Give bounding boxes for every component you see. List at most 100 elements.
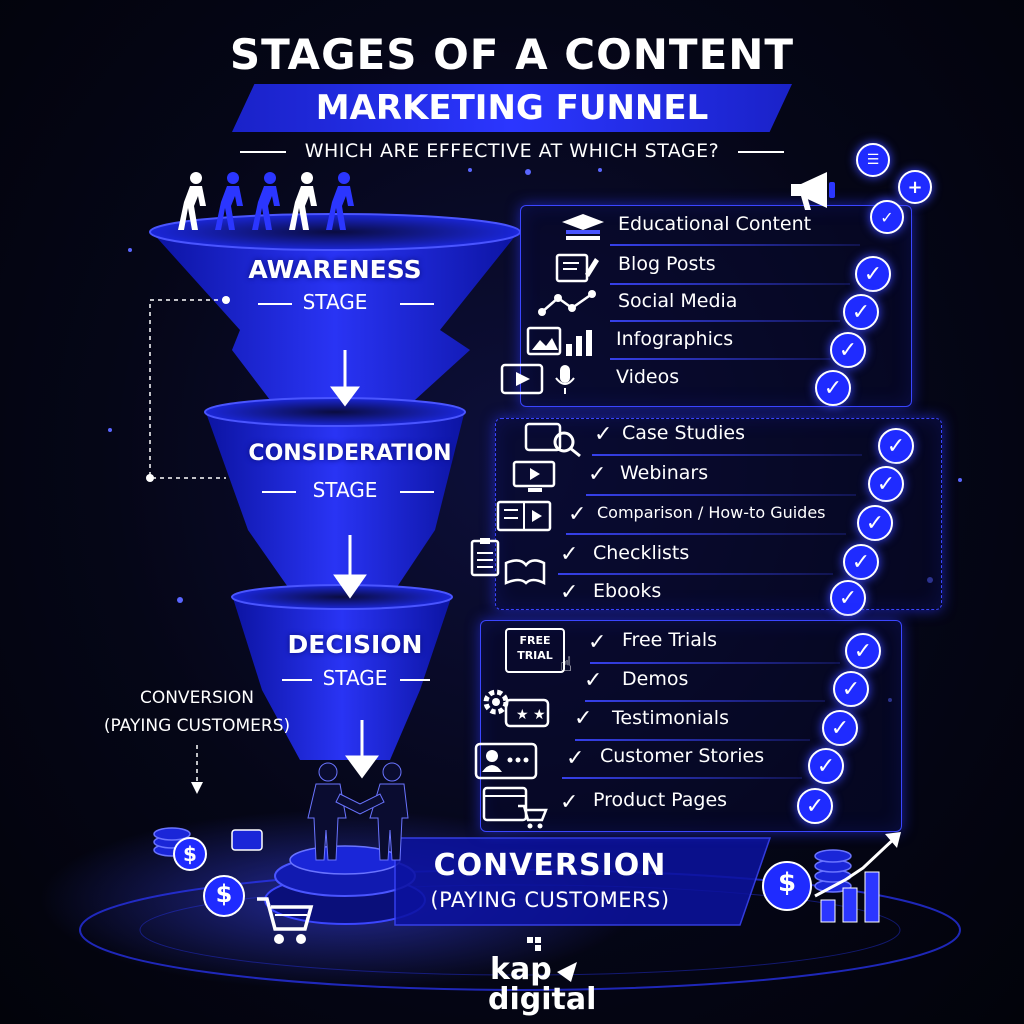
check-icon: ✓	[594, 422, 613, 447]
decision-item-demos: Demos	[622, 668, 689, 690]
divider	[400, 491, 434, 493]
check-badge-icon: ✓	[843, 544, 879, 580]
coin-symbol: $	[777, 868, 797, 898]
video-play-icon	[500, 363, 575, 395]
page-title-line2: MARKETING FUNNEL	[315, 88, 709, 128]
check-icon: ✓	[588, 462, 607, 487]
subtitle-divider-right	[738, 151, 784, 153]
check-badge-icon: ✓	[845, 633, 881, 669]
check-badge-icon: ✓	[830, 580, 866, 616]
logo-pixel-icon	[527, 937, 541, 951]
row-divider	[610, 358, 830, 360]
decision-item-testimonials: Testimonials	[612, 707, 729, 729]
row-divider	[586, 494, 856, 496]
awareness-item-infographics: Infographics	[616, 328, 734, 350]
row-divider	[610, 244, 860, 246]
cursor-hand-icon: ☝	[560, 652, 573, 676]
checklist-ebook-icon	[470, 538, 546, 585]
subtitle-divider-left	[240, 151, 286, 153]
row-divider	[575, 739, 810, 741]
product-page-cart-icon	[482, 786, 548, 829]
megaphone-icon	[791, 172, 835, 210]
customer-story-icon	[474, 742, 538, 780]
row-divider	[590, 662, 840, 664]
divider	[282, 679, 312, 681]
decision-item-customer-stories: Customer Stories	[600, 745, 765, 767]
check-badge-icon: ✓	[870, 200, 904, 234]
stage-awareness-name: AWARENESS	[248, 255, 422, 284]
growth-chart-icon	[762, 832, 901, 923]
decision-item-product-pages: Product Pages	[593, 789, 728, 811]
row-divider	[610, 320, 840, 322]
page-subtitle: WHICH ARE EFFECTIVE AT WHICH STAGE?	[304, 140, 720, 162]
stage-decision-name: DECISION	[287, 630, 423, 659]
testimonial-gear-icon: ★ ★	[483, 689, 550, 728]
check-icon: ✓	[568, 502, 587, 527]
handshake-icon	[307, 762, 409, 861]
coin-symbol: $	[183, 842, 197, 866]
people-walking-icon	[178, 172, 354, 230]
webinar-screen-icon	[512, 460, 556, 492]
logo-text: kap	[490, 952, 552, 987]
divider	[400, 303, 434, 305]
consideration-item-comparison-guides: Comparison / How-to Guides	[597, 503, 826, 522]
check-badge-icon: ✓	[855, 256, 891, 292]
svg-text:★ ★: ★ ★	[516, 707, 546, 723]
awareness-item-videos: Videos	[616, 366, 680, 388]
divider	[400, 679, 430, 681]
row-divider	[585, 700, 825, 702]
conversion-title: CONVERSION	[433, 848, 667, 883]
shopping-cart-icon	[257, 897, 314, 944]
consideration-item-case-studies: Case Studies	[622, 422, 746, 444]
divider	[258, 303, 292, 305]
row-divider	[566, 533, 846, 535]
network-nodes-icon	[538, 290, 596, 316]
guide-book-icon	[496, 500, 552, 532]
check-badge-icon: ✓	[808, 748, 844, 784]
stage-consideration-sub: STAGE	[312, 478, 378, 502]
check-icon: ✓	[584, 668, 603, 693]
divider	[262, 491, 296, 493]
dollar-coin-icon	[153, 827, 263, 917]
menu-badge-icon: ☰	[856, 143, 890, 177]
awareness-item-educational-content: Educational Content	[618, 213, 812, 235]
check-icon: ✓	[560, 790, 579, 815]
free-trial-icon-text: FREE	[519, 634, 551, 647]
decision-item-free-trials: Free Trials	[622, 629, 718, 651]
blog-edit-icon	[555, 253, 599, 283]
check-icon: ✓	[574, 706, 593, 731]
check-badge-icon: ✓	[843, 294, 879, 330]
logo-text-secondary: digital	[488, 982, 597, 1017]
consideration-item-webinars: Webinars	[620, 462, 709, 484]
free-trial-icon: FREE TRIAL	[505, 628, 565, 673]
graduation-cap-icon	[562, 214, 604, 240]
check-badge-icon: ✓	[868, 466, 904, 502]
conversion-sub-left: (PAYING CUSTOMERS)	[103, 716, 291, 736]
page-title: STAGES OF A CONTENT	[229, 30, 795, 79]
check-badge-icon: ✓	[815, 370, 851, 406]
consideration-item-checklists: Checklists	[593, 542, 690, 564]
check-badge-icon: ✓	[857, 505, 893, 541]
awareness-item-blog-posts: Blog Posts	[618, 253, 716, 275]
consideration-item-ebooks: Ebooks	[593, 580, 662, 602]
free-trial-icon-text: TRIAL	[517, 649, 553, 662]
conversion-subtitle: (PAYING CUSTOMERS)	[430, 888, 670, 912]
title-band	[232, 84, 792, 132]
row-divider	[610, 283, 850, 285]
bar-chart-icon	[526, 326, 592, 356]
logo-arrow-icon	[557, 962, 577, 982]
awareness-item-social-media: Social Media	[618, 290, 738, 312]
check-icon: ✓	[566, 746, 585, 771]
stage-consideration-name: CONSIDERATION	[248, 441, 452, 466]
plus-badge-icon: +	[898, 170, 932, 204]
conversion-label-left: CONVERSION	[139, 688, 255, 708]
check-icon: ✓	[560, 580, 579, 605]
stage-awareness-sub: STAGE	[302, 290, 368, 314]
row-divider	[592, 454, 862, 456]
check-badge-icon: ✓	[878, 428, 914, 464]
case-study-search-icon	[524, 422, 581, 458]
row-divider	[562, 777, 802, 779]
check-badge-icon: ✓	[833, 671, 869, 707]
stage-decision-sub: STAGE	[322, 666, 388, 690]
coin-symbol: $	[215, 880, 233, 908]
